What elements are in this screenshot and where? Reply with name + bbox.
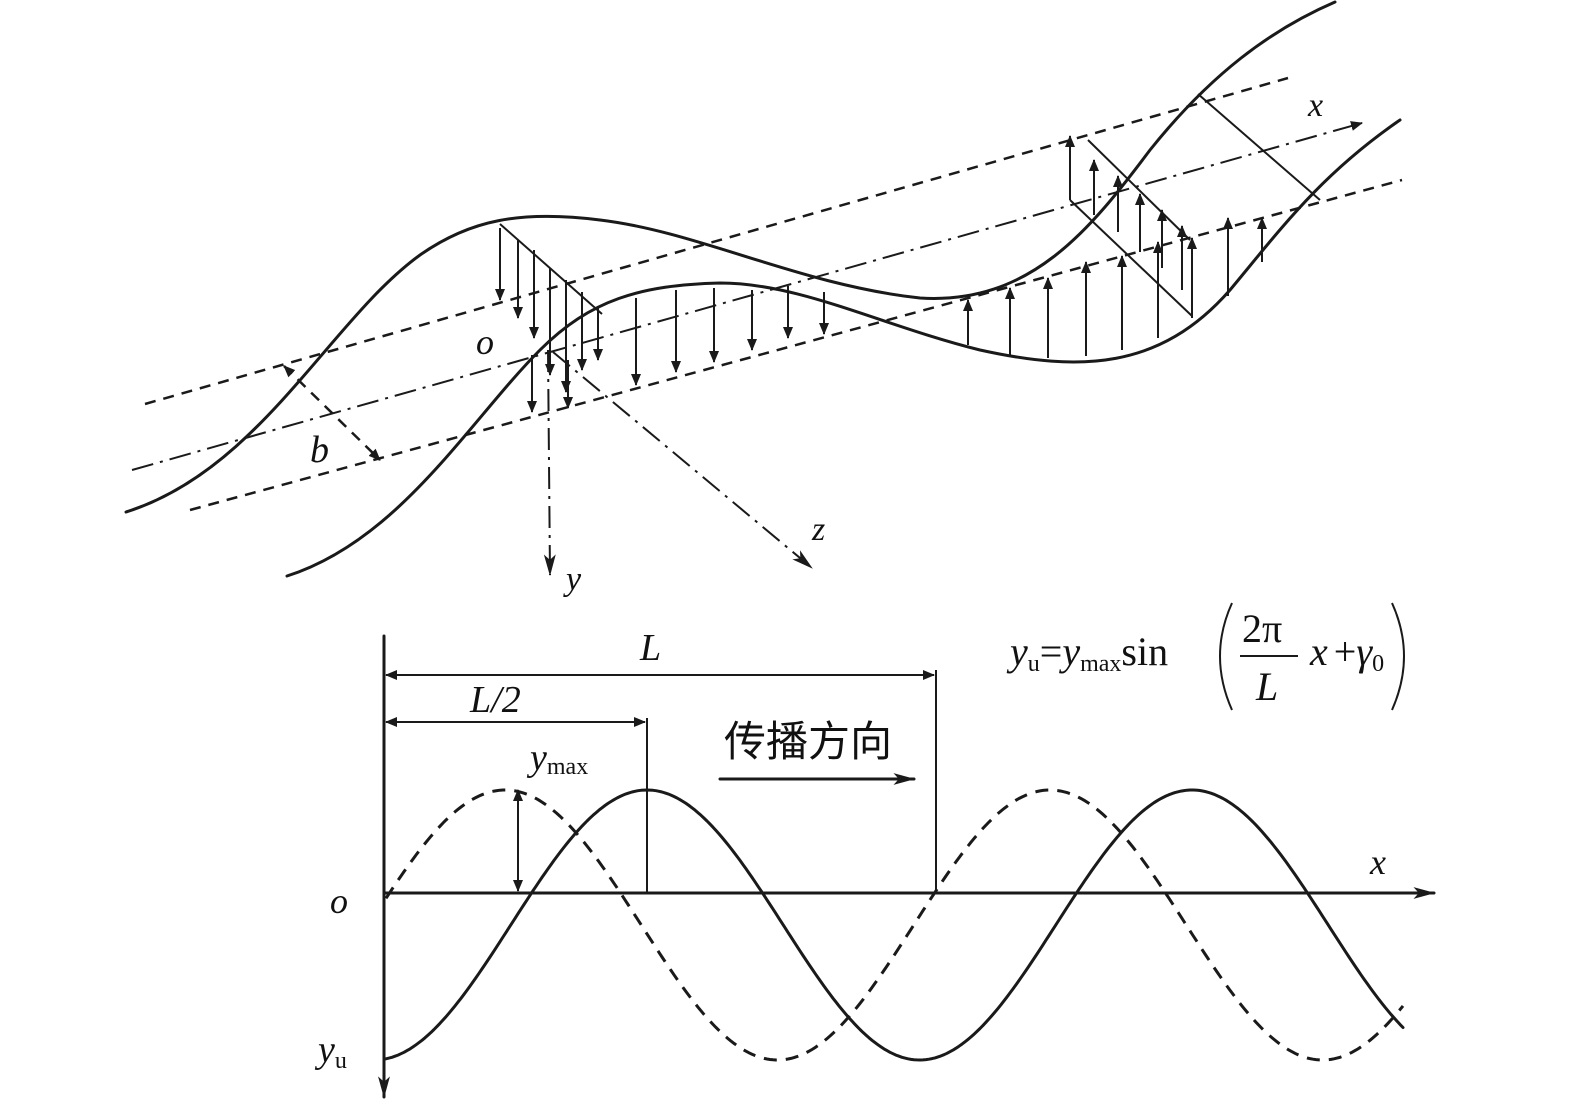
formula-argument: x+γ0 (1309, 629, 1384, 677)
x-axis-label-3d: x (1307, 87, 1323, 124)
origin-label-3d: o (476, 322, 494, 362)
formula-paren-left (1219, 602, 1233, 711)
wave-plot: L L/2 传播方向 x o ymax yu (314, 627, 1436, 1099)
plate-far-edge (124, 0, 1337, 514)
width-dimension-b (283, 365, 381, 461)
wave-dashed-curve (384, 788, 1405, 1062)
trough-cross-line (1069, 199, 1193, 317)
wavy-plate-3d-view: o x y z b (124, 0, 1403, 598)
reference-line-far (144, 76, 1289, 406)
right-cross-line (1197, 93, 1321, 201)
plate-near-edge (285, 118, 1402, 578)
wave-solid-curve (384, 788, 1405, 1062)
wave-formula: yu=ymaxsin 2π L x+γ0 (1006, 602, 1405, 711)
displacement-arrows-down (495, 228, 829, 413)
centerline-x-axis (131, 121, 1363, 471)
formula-paren-right (1391, 602, 1405, 711)
formula-numerator: 2π (1242, 606, 1282, 651)
x-axis-label: x (1369, 842, 1386, 882)
z-axis-3d (552, 351, 813, 569)
mid-cross-line (1087, 139, 1191, 241)
y-axis-label-3d: y (563, 561, 582, 598)
formula-lhs: yu=ymaxsin (1006, 629, 1168, 677)
length-label: L (639, 627, 661, 669)
origin-label: o (330, 881, 348, 921)
amplitude-label: ymax (526, 737, 588, 780)
z-axis-label-3d: z (811, 511, 825, 548)
formula-denominator: L (1255, 664, 1278, 709)
width-label-b: b (310, 429, 329, 471)
reference-line-near (189, 178, 1403, 512)
half-length-label: L/2 (469, 679, 521, 721)
y-axis-label: yu (314, 1029, 347, 1074)
propagation-direction-label: 传播方向 (724, 717, 892, 766)
displacement-arrows-up (963, 135, 1267, 358)
y-axis-3d (543, 349, 556, 577)
